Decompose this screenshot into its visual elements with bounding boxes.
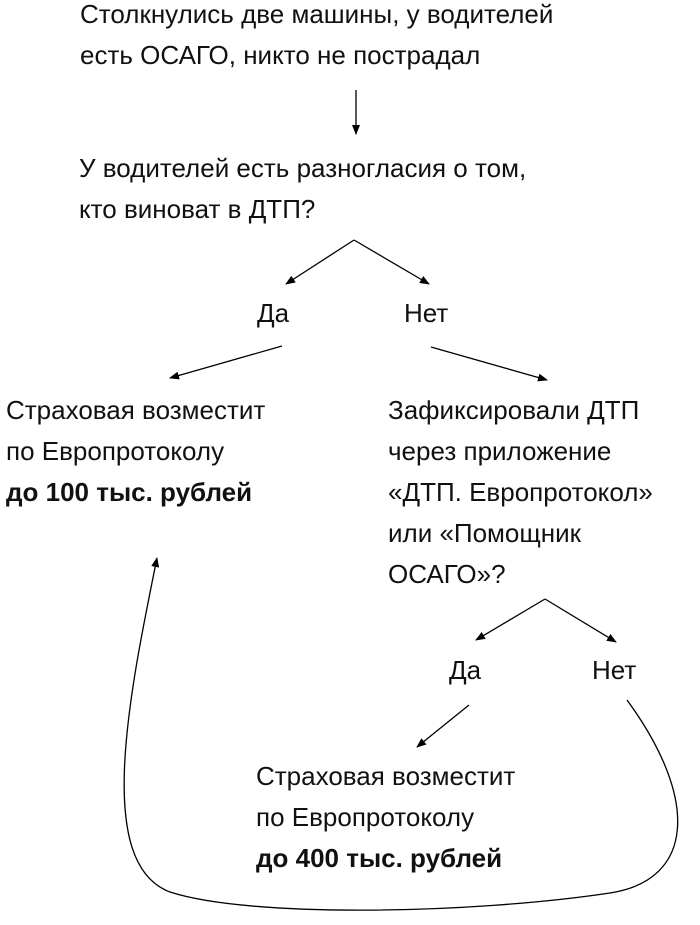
arrow-no-to-question-2 bbox=[430, 346, 548, 382]
result-400-thousand: Страховая возместит по Европротоколу до … bbox=[256, 756, 515, 879]
result-400-line-1: Страховая возместит bbox=[256, 761, 516, 791]
answer-yes-2: Да bbox=[449, 655, 482, 685]
arrow-yes-2-to-result-400 bbox=[416, 704, 470, 748]
question-1-line-2: кто виноват в ДТП? bbox=[79, 194, 316, 224]
arrow-no-2-loop-to-result-100 bbox=[123, 557, 679, 911]
answer-no-1: Нет bbox=[404, 298, 449, 328]
arrow-question-to-yes bbox=[285, 239, 355, 285]
question-2-line-1: Зафиксировали ДТП bbox=[388, 395, 640, 425]
start-condition: Столкнулись две машины, у водителей есть… bbox=[80, 0, 553, 76]
result-100-line-1: Страховая возместит bbox=[6, 395, 266, 425]
result-400-line-2: по Европротоколу bbox=[256, 802, 475, 832]
result-400-amount: до 400 тыс. рублей bbox=[256, 843, 503, 873]
start-line-1: Столкнулись две машины, у водителей bbox=[80, 0, 554, 29]
answer-no-2: Нет bbox=[592, 655, 637, 685]
question-2-line-4: или «Помощник bbox=[388, 518, 582, 548]
result-100-amount: до 100 тыс. рублей bbox=[6, 477, 253, 507]
question-2-line-5: ОСАГО»? bbox=[388, 559, 506, 589]
arrow-question-2-to-no bbox=[544, 598, 617, 643]
question-app-registration: Зафиксировали ДТП через приложение «ДТП.… bbox=[388, 390, 653, 595]
question-1-line-1: У водителей есть разногласия о том, bbox=[79, 153, 527, 183]
question-disagreement: У водителей есть разногласия о том, кто … bbox=[79, 148, 526, 230]
question-2-line-3: «ДТП. Европротокол» bbox=[388, 477, 653, 507]
arrow-question-to-no bbox=[353, 239, 430, 285]
arrow-yes-to-result-100 bbox=[169, 345, 283, 380]
answer-yes-1: Да bbox=[257, 298, 290, 328]
question-2-line-2: через приложение bbox=[388, 436, 612, 466]
result-100-line-2: по Европротоколу bbox=[6, 436, 225, 466]
start-line-2: есть ОСАГО, никто не пострадал bbox=[80, 40, 481, 70]
arrow-question-2-to-yes bbox=[475, 598, 546, 641]
result-100-thousand: Страховая возместит по Европротоколу до … bbox=[6, 390, 265, 513]
